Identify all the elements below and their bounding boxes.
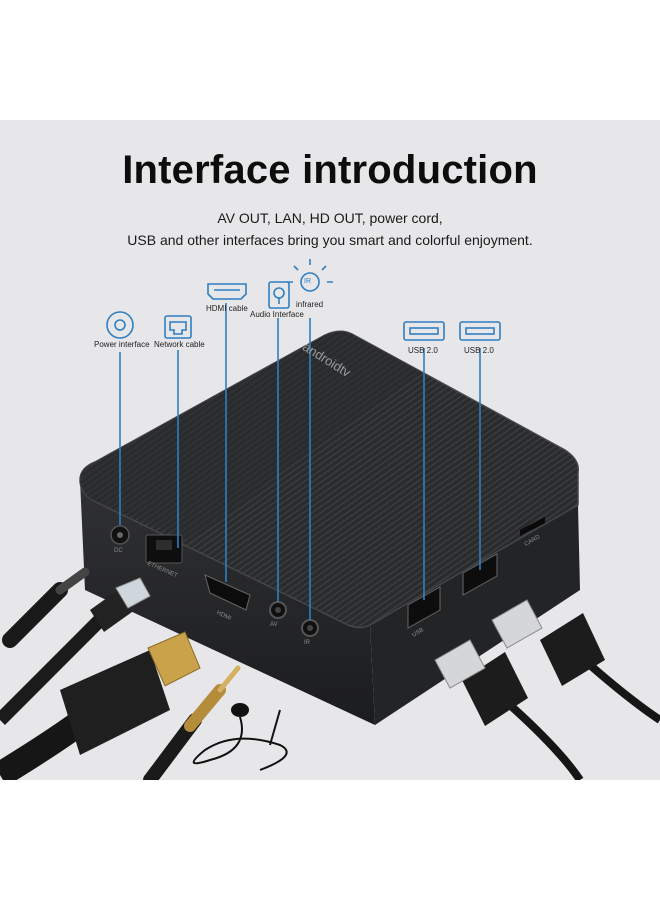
usb-port-1: [407, 586, 441, 629]
network-cable-label: Network cable: [154, 340, 205, 349]
hdmi-cable: [0, 631, 201, 780]
subtitle-line-1: AV OUT, LAN, HD OUT, power cord,: [217, 210, 443, 226]
power-interface-label: Power interface: [94, 340, 150, 349]
usb-icon-1: [403, 321, 445, 341]
usb-label-1: USB 2.0: [408, 346, 438, 355]
audio-interface-label: Audio Interface: [250, 310, 304, 319]
usb-label-2: USB 2.0: [464, 346, 494, 355]
port-label-dc: DC: [114, 548, 123, 554]
port-label-ir: IR: [304, 640, 310, 646]
network-icon: [164, 315, 192, 339]
card-slot: [520, 517, 545, 536]
callout-lines: [119, 303, 481, 620]
cables: [0, 567, 660, 780]
tv-box: [79, 330, 580, 725]
product-panel: Interface introduction AV OUT, LAN, HD O…: [0, 120, 660, 780]
power-icon: [106, 311, 134, 339]
port-label-av: AV: [270, 622, 278, 628]
audio-icon: [268, 281, 290, 309]
hdmi-cable-label: HDMI cable: [206, 304, 248, 313]
hdmi-icon: [207, 283, 247, 300]
audio-cable: [143, 665, 241, 780]
infrared-label: infrared: [296, 300, 324, 309]
device-illustration: [0, 259, 660, 780]
hdmi-port: [204, 574, 251, 611]
usb-port-2: [462, 553, 498, 596]
ethernet-cable: [0, 577, 151, 725]
page-title: Interface introduction: [122, 148, 538, 192]
usb-cable-1: [434, 639, 584, 780]
usb-cable-2: [491, 599, 660, 724]
infrared-icon: [287, 259, 333, 292]
ir-badge: IR: [304, 278, 311, 285]
dc-power-cable: [2, 567, 90, 648]
subtitle-line-2: USB and other interfaces bring you smart…: [127, 232, 533, 248]
ir-receiver-cable: [192, 703, 288, 771]
device-side-ports: [407, 517, 545, 629]
usb-icon-2: [459, 321, 501, 341]
